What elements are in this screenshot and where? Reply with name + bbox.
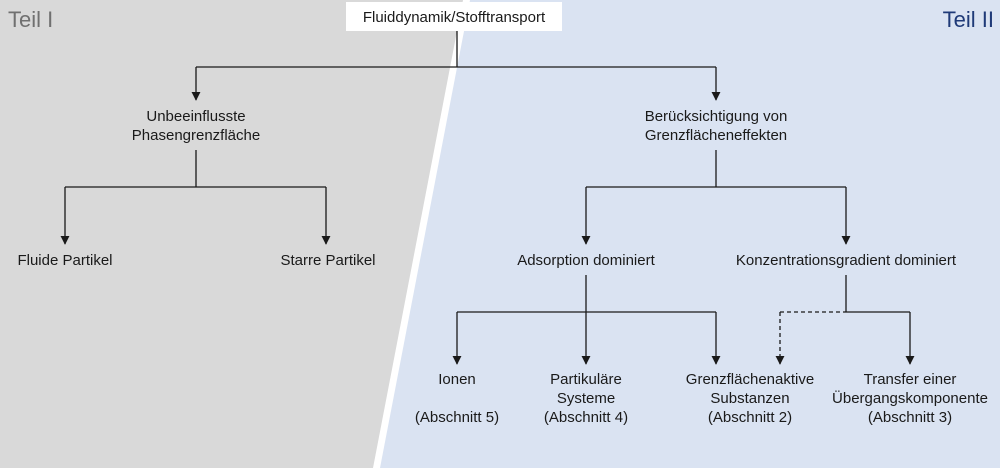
teil1-label: Teil I (8, 7, 53, 32)
leaf-grenzflaechenaktive-line2: Substanzen (710, 390, 789, 407)
branch-left-line1: Unbeeinflusste (146, 108, 245, 125)
edges-adsorption (452, 275, 721, 365)
teil2-label: Teil II (943, 7, 994, 32)
leaf-grenzflaechenaktive-line1: Grenzflächenaktive (686, 371, 814, 388)
leaf-partikulaere-line2: Systeme (557, 390, 615, 407)
root-box (346, 2, 562, 31)
branch-right-line2: Grenzflächeneffekten (645, 127, 787, 144)
node-starre-partikel: Starre Partikel (280, 252, 375, 269)
root-node: Fluiddynamik/Stofftransport (363, 9, 546, 26)
edges-left-branch (60, 150, 331, 245)
branch-left-line2: Phasengrenzfläche (132, 127, 260, 144)
leaf-transfer-line1: Transfer einer (864, 371, 957, 388)
leaf-transfer-line2: Übergangskomponente (832, 389, 988, 407)
leaf-transfer-section: (Abschnitt 3) (868, 409, 952, 426)
node-konzentrationsgradient: Konzentrationsgradient dominiert (736, 252, 957, 269)
leaf-partikulaere-section: (Abschnitt 4) (544, 409, 628, 426)
leaf-partikulaere-line1: Partikuläre (550, 371, 622, 388)
edges-right-branch (581, 150, 851, 245)
leaf-ionen-section: (Abschnitt 5) (415, 409, 499, 426)
edges-root (191, 31, 721, 101)
node-adsorption: Adsorption dominiert (517, 252, 655, 269)
leaf-grenzflaechenaktive-section: (Abschnitt 2) (708, 409, 792, 426)
teil1-background (0, 0, 467, 468)
teil2-background (377, 0, 1000, 468)
edges-gradient (775, 275, 915, 365)
node-fluide-partikel: Fluide Partikel (17, 252, 112, 269)
branch-right-line1: Berücksichtigung von (645, 108, 788, 125)
diagonal-divider (373, 0, 470, 468)
leaf-ionen-title: Ionen (438, 371, 476, 388)
